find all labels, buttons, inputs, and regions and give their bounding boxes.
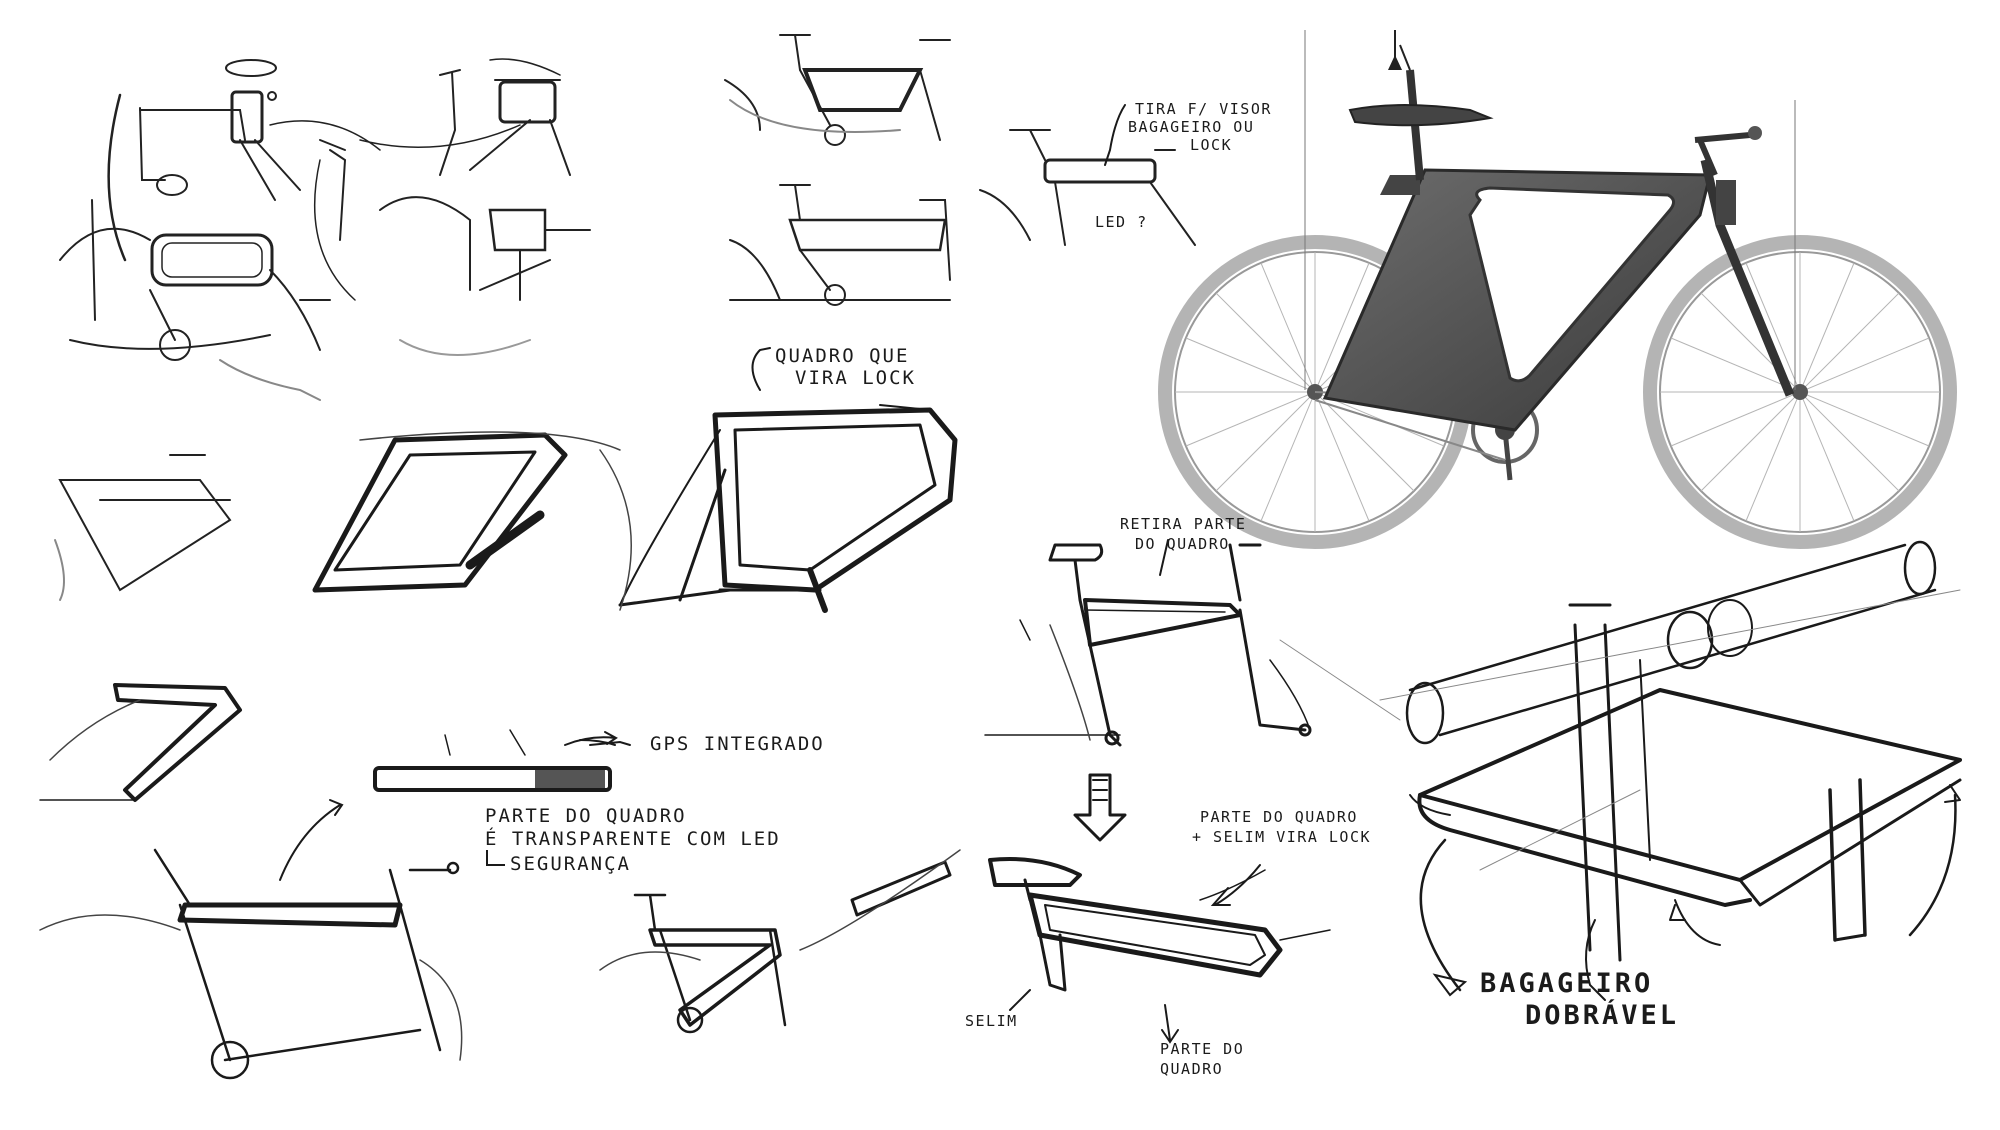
sketch-bike-rack xyxy=(380,197,590,355)
sketch-frame-large-2 xyxy=(600,405,955,610)
note-gps: GPS INTEGRADO xyxy=(650,733,825,755)
note-parte-quadro-1: PARTE DO xyxy=(1160,1040,1245,1058)
note-quadro-lock-1: QUADRO QUE xyxy=(775,345,910,367)
sketch-frame-left xyxy=(55,455,230,600)
sketch-bike-bag-3 xyxy=(60,200,330,400)
note-retira-parte-1: RETIRA PARTE xyxy=(1120,515,1247,533)
note-transparente-2: É TRANSPARENTE COM LED xyxy=(485,828,781,850)
note-selim: SELIM xyxy=(965,1012,1018,1030)
note-tira-visor-3: LOCK xyxy=(1190,136,1233,154)
sketch-seat-frame-lock xyxy=(990,859,1330,990)
sketch-frame-v xyxy=(40,685,240,800)
bracket-mark xyxy=(487,850,505,865)
note-quadro-lock-2: VIRA LOCK xyxy=(795,367,916,389)
note-led: LED ? xyxy=(1095,213,1148,231)
sketch-gps-tube xyxy=(375,730,630,790)
sketch-frame-large-1 xyxy=(315,432,620,590)
triangle-pointer-icon xyxy=(1435,975,1465,995)
note-bagageiro-2: DOBRÁVEL xyxy=(1525,1000,1680,1031)
note-transparente-3: SEGURANÇA xyxy=(510,853,631,875)
sketch-folding-rack xyxy=(1280,542,1960,990)
annotation-arrows xyxy=(280,105,1605,1042)
sketch-bike-bag-2 xyxy=(315,59,570,300)
rendered-bike xyxy=(1160,30,1950,547)
sketch-frame-seat-removal xyxy=(985,545,1310,745)
note-tira-visor-2: BAGAGEIRO OU xyxy=(1128,118,1255,136)
note-retira-parte-2: DO QUADRO xyxy=(1135,535,1230,553)
note-selim-lock-2: + SELIM VIRA LOCK xyxy=(1192,828,1372,846)
note-bagageiro-1: BAGAGEIRO xyxy=(1480,968,1654,999)
sketch-bike-visor xyxy=(980,130,1195,245)
note-transparente-1: PARTE DO QUADRO xyxy=(485,805,687,827)
sketch-bike-top-center-2 xyxy=(730,185,950,305)
note-parte-quadro-2: QUADRO xyxy=(1160,1060,1224,1078)
sketch-bike-top-center xyxy=(725,35,950,145)
sketch-bike-bag-1 xyxy=(109,60,380,260)
note-selim-lock-1: PARTE DO QUADRO xyxy=(1200,808,1358,826)
sketch-bike-bottom-left xyxy=(40,850,462,1078)
note-tira-visor-1: TIRA F/ VISOR xyxy=(1135,100,1272,118)
arrow-down-icon xyxy=(1075,775,1125,840)
sketch-bike-bottom-center xyxy=(600,850,960,1032)
